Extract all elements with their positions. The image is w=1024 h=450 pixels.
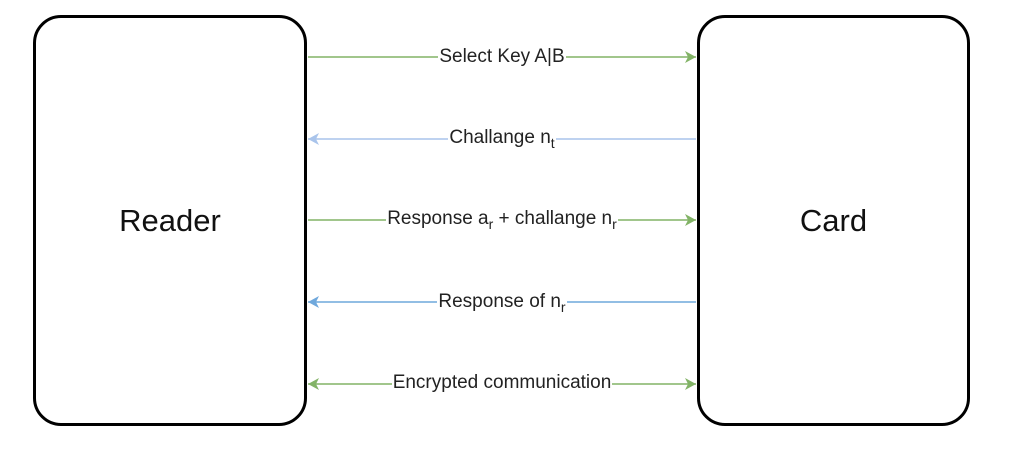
reader-label: Reader [119,202,221,238]
arrowhead-left-icon [308,296,319,308]
card-label: Card [799,202,868,238]
message-label-select-key: Select Key A|B [438,46,566,67]
message-label-response-of-nr: Response of nr [437,291,567,315]
card-box: Card [697,15,970,426]
message-label-response-challenge: Response ar + challange nr [386,208,618,232]
reader-box: Reader [33,15,307,426]
arrowhead-right-icon [685,214,696,226]
arrowhead-right-icon [685,378,696,390]
message-label-challenge: Challange nt [448,127,556,151]
arrowhead-left-icon [308,378,319,390]
arrowhead-left-icon [308,133,319,145]
arrowhead-right-icon [685,51,696,63]
message-label-encrypted: Encrypted communication [391,372,613,393]
